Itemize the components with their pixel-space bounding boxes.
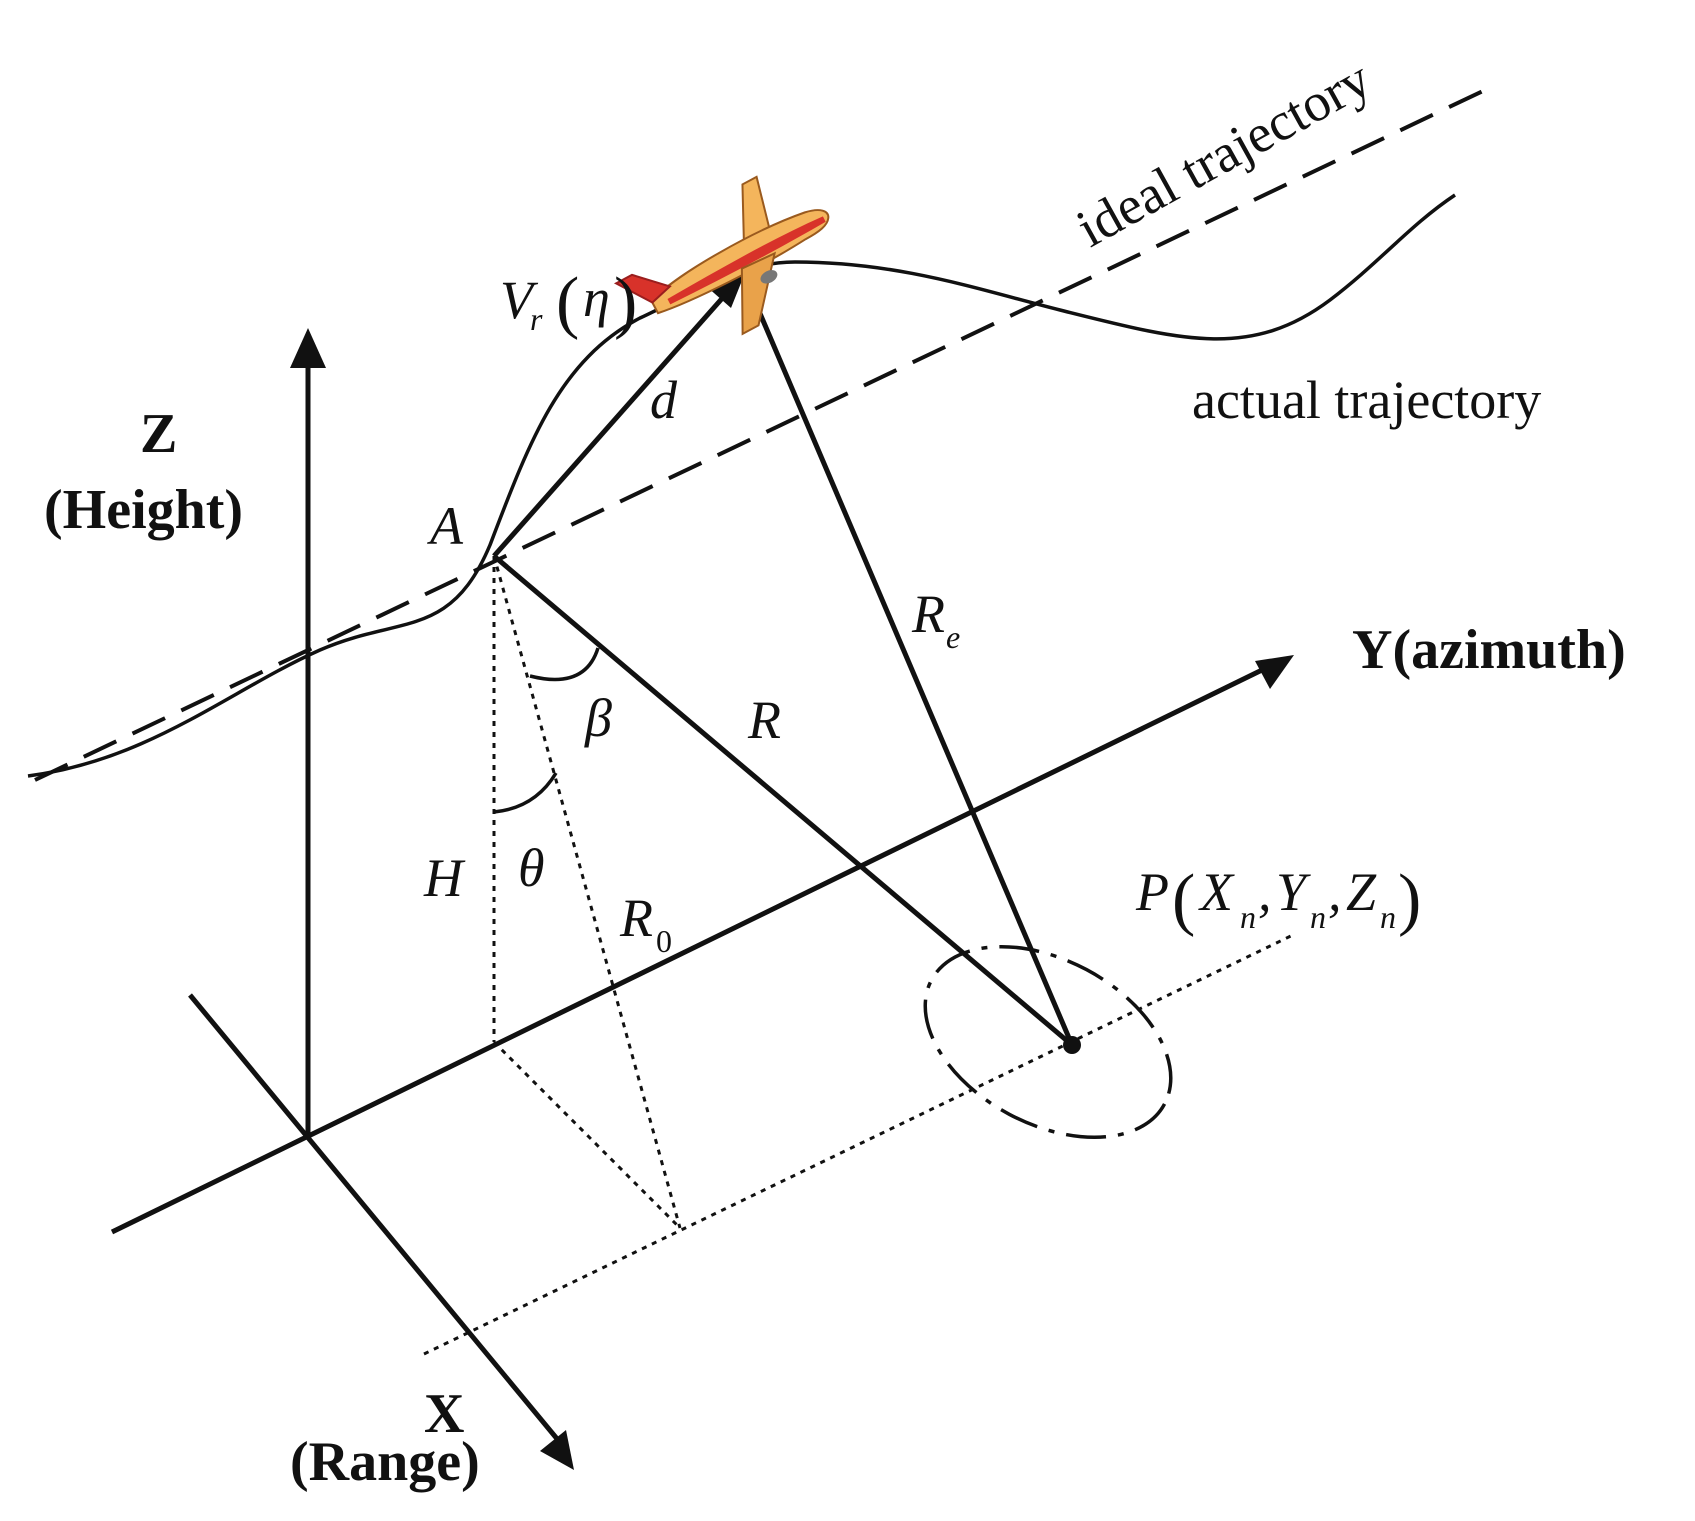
target-X: X [1198, 862, 1235, 922]
actual-trajectory-label: actual trajectory [1192, 370, 1541, 430]
velocity-V-subscript: r [530, 301, 543, 337]
point-A-label: A [427, 496, 464, 556]
z-axis-letter: Z [140, 403, 177, 465]
y-axis-label: Y(azimuth) [1352, 619, 1626, 681]
target-X-subscript: n [1240, 899, 1256, 935]
target-point-P [1063, 1036, 1081, 1054]
theta-angle-arc [493, 772, 558, 814]
target-P-main: P [1135, 862, 1169, 922]
x-axis-letter: X [424, 1383, 464, 1445]
z-axis-arrowhead [290, 328, 326, 368]
beta-angle-arc [529, 647, 600, 682]
height-H-label: H [423, 848, 466, 908]
target-Y: Y [1276, 862, 1311, 922]
slant-range-R-label: R [747, 690, 781, 750]
airplane-stripe [667, 216, 826, 305]
target-comma-2: , [1328, 862, 1342, 922]
beta-angle-label: β [584, 688, 612, 748]
theta-angle-label: θ [518, 838, 545, 898]
velocity-V-main: V [500, 270, 539, 330]
velocity-vector-d [492, 292, 728, 558]
z-axis-description: (Height) [44, 479, 243, 541]
target-P-open-paren: ( [1172, 861, 1195, 938]
range-R0-subscript: 0 [656, 923, 672, 959]
target-P-label: P ( X n , Y n , Z n ) [1135, 861, 1421, 938]
range-R0-main: R [619, 888, 653, 948]
distance-d-label: d [650, 370, 678, 430]
x-axis-arrowhead [540, 1430, 574, 1470]
airplane-tail [613, 273, 672, 304]
target-Z-subscript: n [1380, 899, 1396, 935]
target-parallel-line [423, 932, 1296, 1356]
range-Re-subscript: e [946, 619, 960, 655]
velocity-eta: η [583, 268, 610, 328]
target-P-close-paren: ) [1398, 861, 1421, 938]
velocity-close-paren: ) [614, 264, 637, 341]
airplane-icon [613, 175, 830, 336]
velocity-label: V r ( η ) [500, 264, 637, 341]
target-Z: Z [1346, 862, 1377, 922]
slant-range-R [492, 554, 1074, 1047]
ideal-trajectory-label: ideal trajectory [1067, 48, 1381, 258]
target-Y-subscript: n [1310, 899, 1326, 935]
x-axis-description: (Range) [290, 1431, 480, 1493]
range-R0-label: R 0 [619, 888, 672, 959]
velocity-vector-arrowhead [706, 273, 745, 308]
velocity-open-paren: ( [556, 264, 579, 341]
target-footprint-ellipse [923, 944, 1173, 1140]
range-Re-label: R e [911, 584, 960, 655]
x-axis [188, 993, 560, 1442]
construction-lines [423, 555, 1296, 1356]
ground-line-foot [492, 1040, 682, 1230]
y-axis-arrowhead [1255, 655, 1294, 689]
range-Re-main: R [911, 584, 945, 644]
axes [110, 328, 1294, 1470]
vectors [492, 273, 1075, 1047]
slant-range-Re [747, 289, 1075, 1046]
airplane-engine [760, 270, 778, 284]
target-comma-1: , [1258, 862, 1272, 922]
y-axis [110, 667, 1264, 1235]
